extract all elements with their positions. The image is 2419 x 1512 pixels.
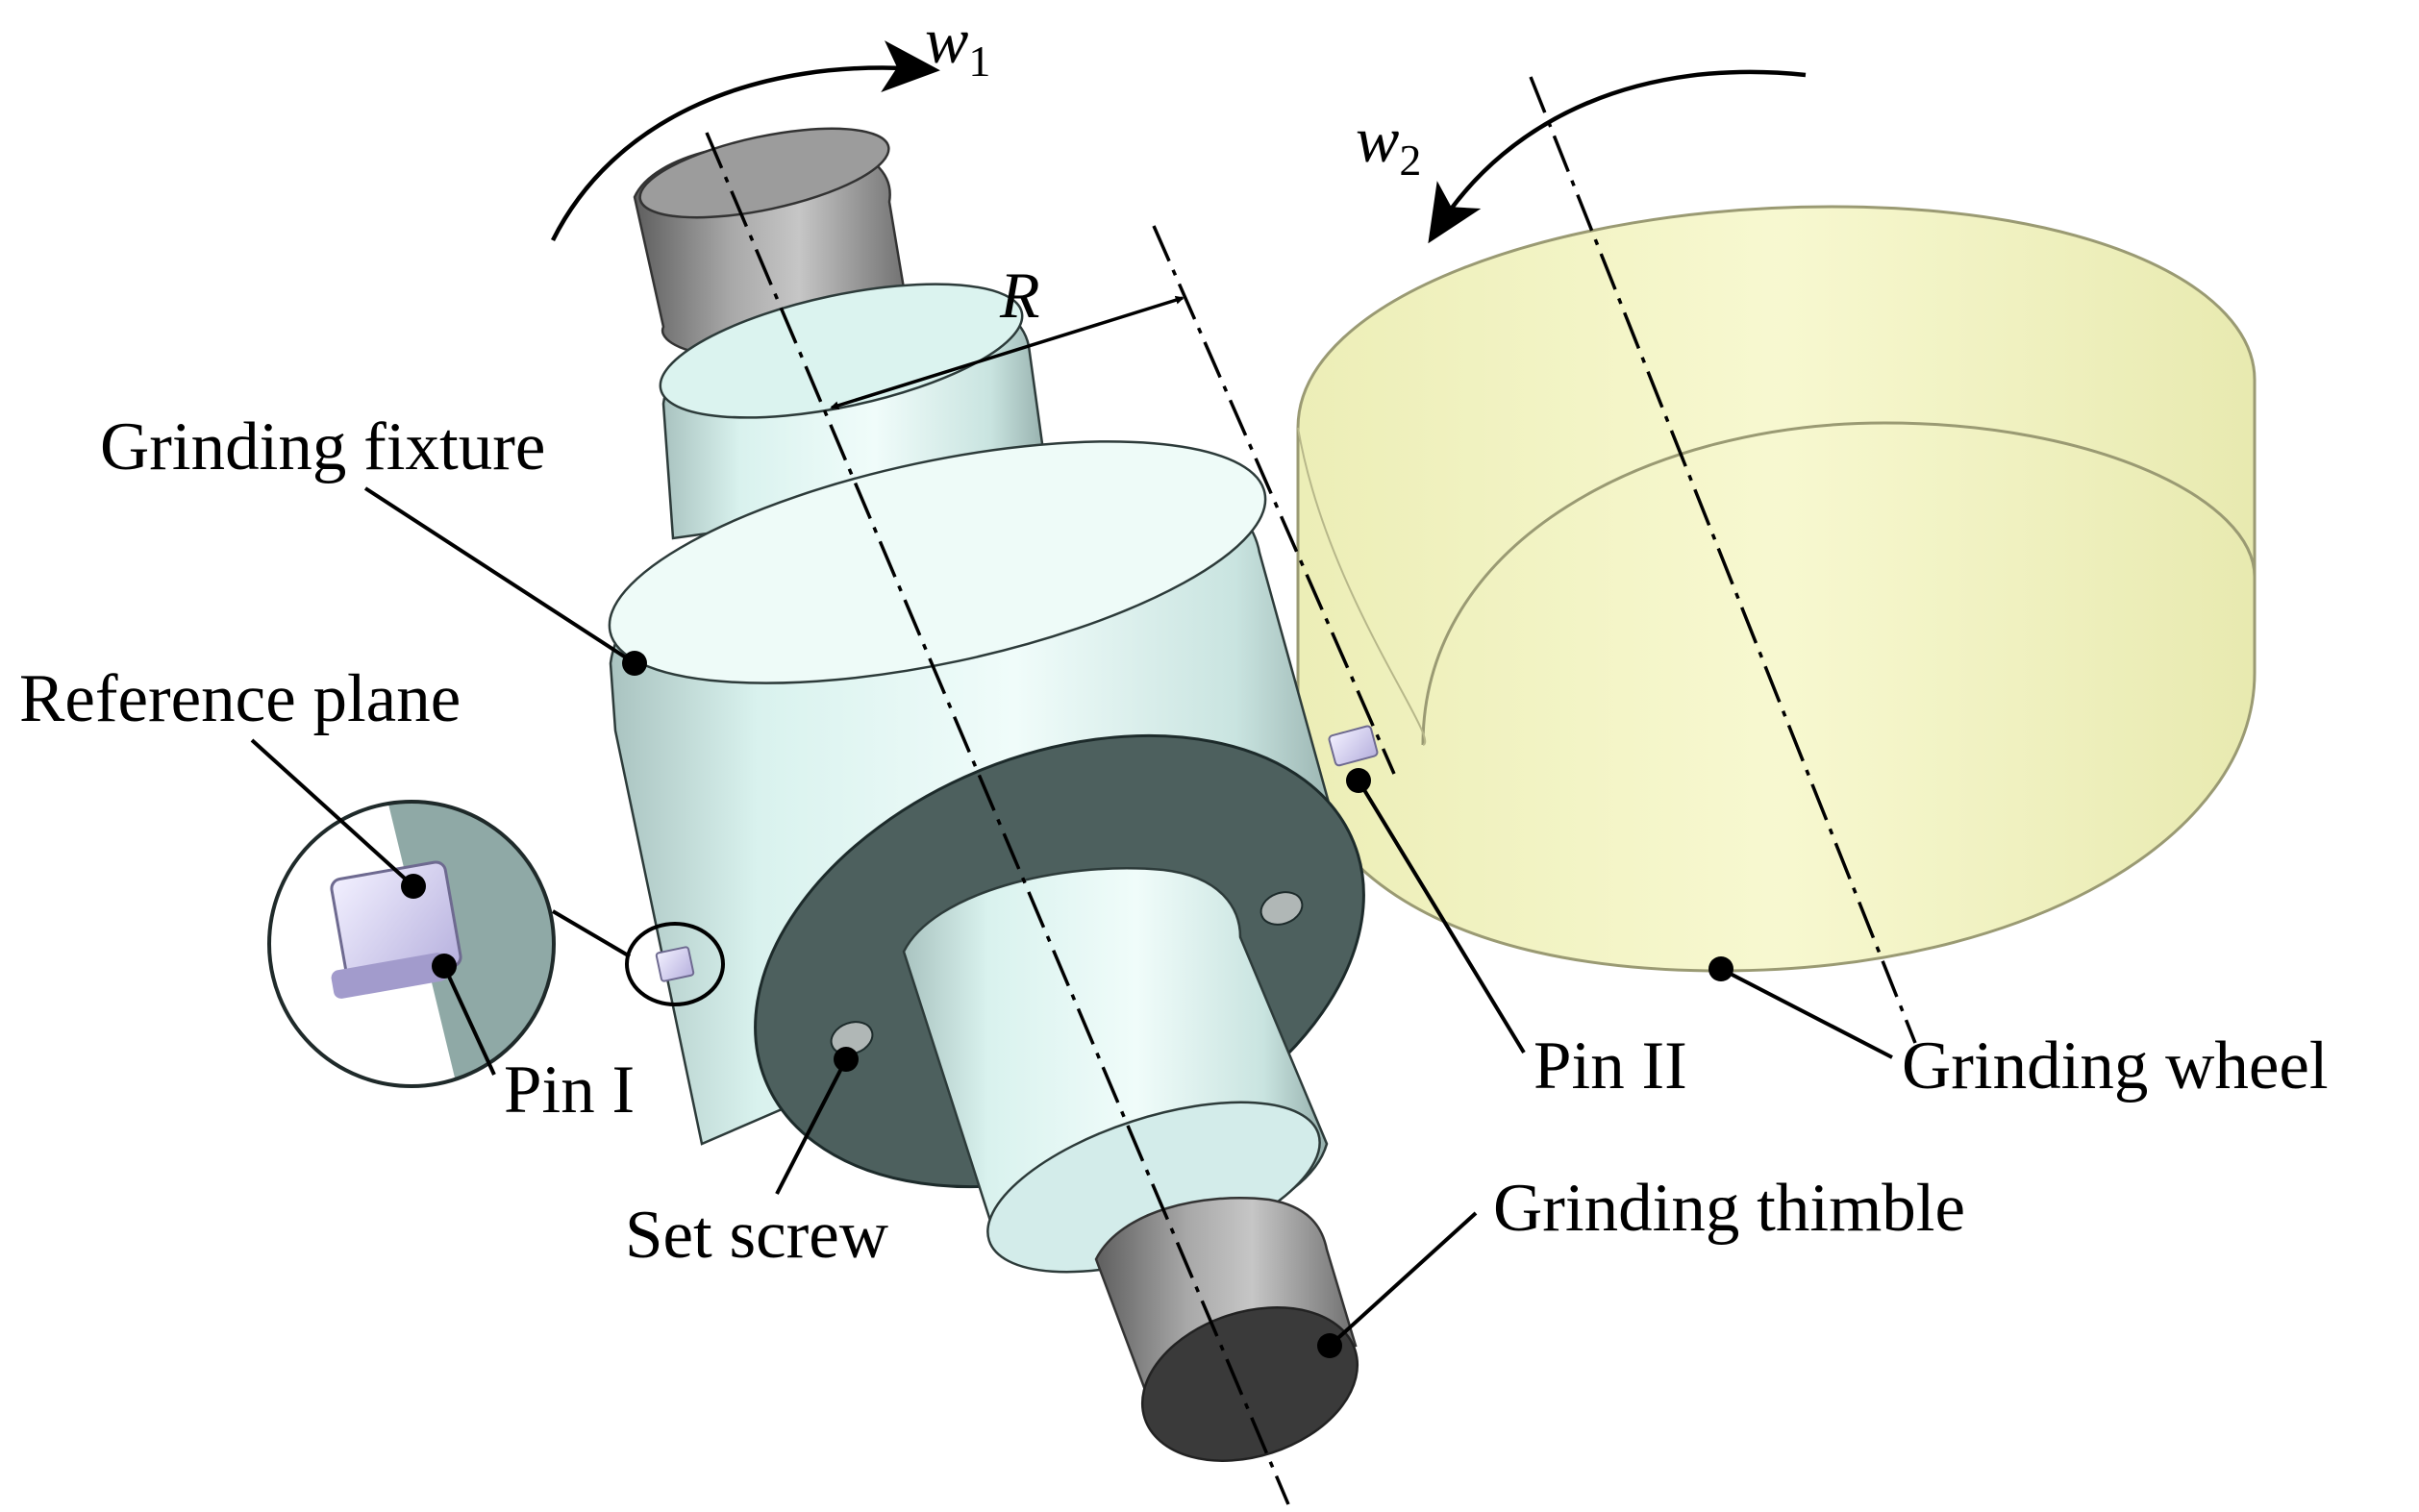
w1-symbol: w1: [925, 4, 990, 86]
grinding-wheel-band: [1296, 205, 2257, 973]
leader-grinding-fixture: [363, 486, 636, 665]
set-screw-hole-left: [830, 1021, 874, 1055]
pin-1-magnified-inset: [267, 800, 632, 1088]
wheel-axis: [1529, 76, 1917, 1044]
leader-dot-set-screw: [834, 1047, 859, 1072]
label-grinding-fixture: Grinding fixture: [100, 409, 545, 484]
grinding-wheel-back-rim: [1297, 427, 1427, 746]
leader-dot-grinding-thimble: [1317, 1333, 1342, 1358]
leader-pin-1: [442, 965, 496, 1076]
leader-dot-reference-plane: [401, 874, 426, 899]
leader-dot-grinding-wheel: [1708, 956, 1733, 981]
pin-1-block-small: [655, 946, 695, 982]
label-pin-2: Pin II: [1534, 1029, 1687, 1103]
grinding-wheel: [1296, 205, 2257, 973]
leader-pin-2: [1357, 779, 1526, 1054]
inset-ring: [267, 800, 556, 1088]
radius-symbol: R: [999, 259, 1040, 332]
main-body-top: [608, 440, 1267, 684]
leader-set-screw: [775, 1058, 848, 1195]
pin-2: [1328, 725, 1379, 767]
pin-1-small: [625, 922, 725, 1006]
leader-reference-plane: [250, 738, 415, 888]
leader-dot-grinding-fixture: [622, 651, 647, 676]
radius-dimension-line: [830, 295, 1185, 410]
pin-1-callout-ring: [625, 922, 725, 1006]
label-grinding-thimble: Grinding thimble: [1493, 1171, 1965, 1246]
fixture-axis: [705, 132, 1290, 1505]
top-shaft-end: [638, 127, 890, 219]
pin-2-block: [1328, 725, 1379, 767]
leader-grinding-wheel: [1720, 967, 1893, 1059]
inset-connector: [551, 909, 632, 958]
rotation-arrow-w1: [550, 40, 940, 242]
set-screw-hole-right: [1259, 891, 1304, 926]
label-pin-1: Pin I: [504, 1053, 635, 1128]
pin-axis: [1152, 225, 1396, 775]
grinding-thimble-end: [1140, 1306, 1359, 1462]
label-grinding-wheel: Grinding wheel: [1902, 1029, 2329, 1103]
label-reference-plane: Reference plane: [19, 661, 461, 736]
leader-grinding-thimble: [1328, 1211, 1478, 1348]
grinding-wheel-inner-rim: [1421, 421, 2257, 746]
rotation-arrow-w2: [1428, 69, 1807, 244]
w2-symbol: w2: [1356, 103, 1421, 185]
leader-dot-pin-2: [1346, 768, 1371, 793]
label-set-screw: Set screw: [625, 1198, 888, 1273]
leader-dot-pin-1: [432, 954, 457, 979]
